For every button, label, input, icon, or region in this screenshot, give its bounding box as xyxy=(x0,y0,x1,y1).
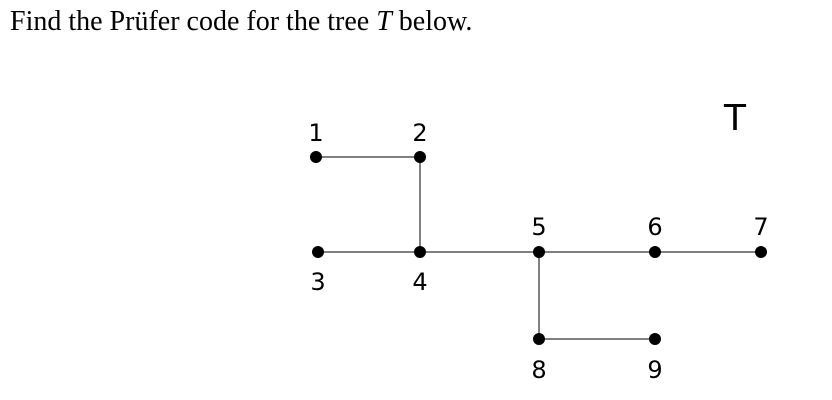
vertex-4-label: 4 xyxy=(412,268,427,296)
vertex-3-node xyxy=(312,246,324,258)
vertex-6-label: 6 xyxy=(647,213,662,241)
vertex-1-node xyxy=(310,151,322,163)
vertex-9-node xyxy=(649,333,661,345)
vertex-6-node xyxy=(649,246,661,258)
question-variable: T xyxy=(376,6,392,37)
tree-edges xyxy=(316,156,761,340)
vertex-2-label: 2 xyxy=(412,119,427,147)
question-text: Find the Prüfer code for the tree T belo… xyxy=(10,4,472,40)
vertex-1-label: 1 xyxy=(308,119,323,147)
vertex-7-node xyxy=(755,246,767,258)
vertex-8-label: 8 xyxy=(531,356,546,384)
vertex-5-node xyxy=(533,246,545,258)
vertex-7-label: 7 xyxy=(753,213,768,241)
question-after: below. xyxy=(391,6,473,37)
vertex-labels: 1 2 3 4 5 6 7 8 9 xyxy=(308,119,768,384)
vertex-9-label: 9 xyxy=(647,356,662,384)
vertex-2-node xyxy=(414,151,426,163)
vertex-4-node xyxy=(414,246,426,258)
vertex-3-label: 3 xyxy=(310,268,325,296)
vertex-5-label: 5 xyxy=(531,213,546,241)
vertex-8-node xyxy=(533,333,545,345)
tree-vertices xyxy=(310,151,767,345)
question-before: Find the Prüfer code for the tree xyxy=(10,6,377,37)
tree-label: T xyxy=(723,98,747,139)
